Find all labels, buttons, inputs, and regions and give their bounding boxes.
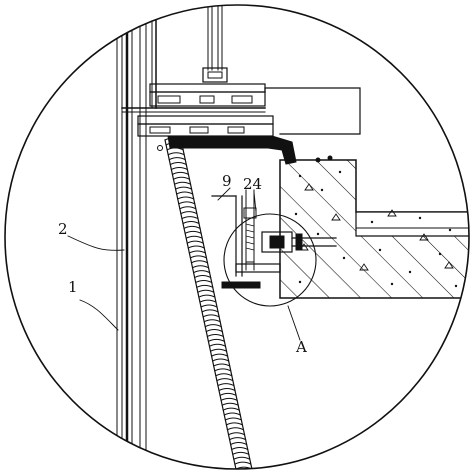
callout-9: 9 (222, 172, 232, 190)
callout-2: 2 (58, 220, 68, 238)
view-circle (4, 4, 470, 470)
inclined-insulation-strip (164, 137, 254, 469)
leader-lines (67, 187, 301, 341)
concrete-slab (279, 159, 469, 299)
callout-1: 1 (68, 278, 78, 296)
bracket-9 (211, 195, 281, 289)
flashing (264, 87, 361, 135)
callout-24: 24 (243, 175, 262, 193)
upper-window-frame (202, 5, 228, 83)
callout-a: A (295, 338, 307, 356)
detail-a-circle (223, 213, 317, 307)
curtain-wall-glass (116, 5, 157, 469)
sealant (167, 135, 297, 165)
